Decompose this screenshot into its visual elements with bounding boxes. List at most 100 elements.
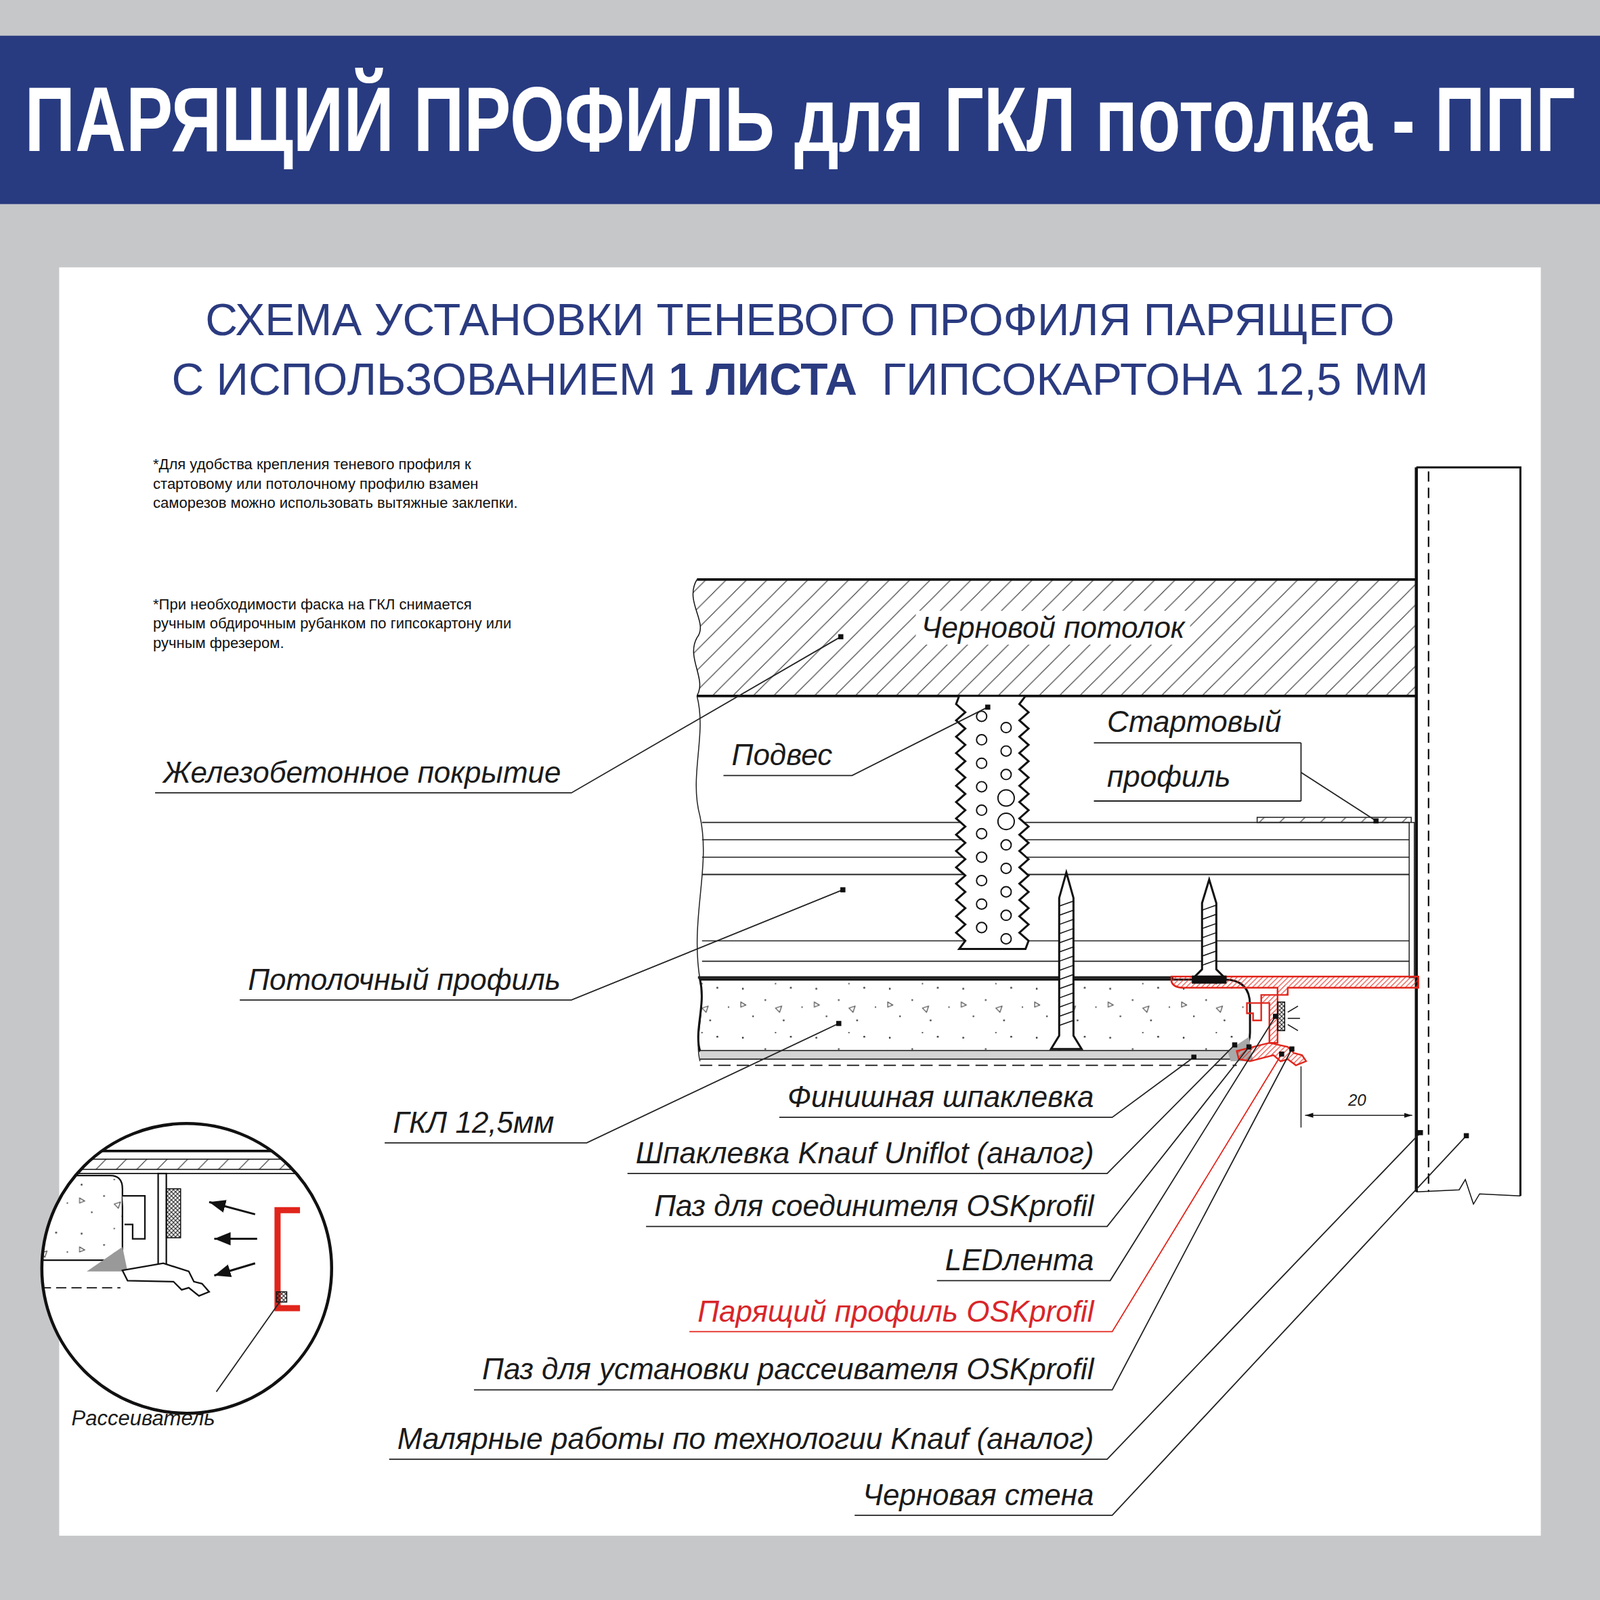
leader-dot: [1232, 1042, 1238, 1048]
detail-inset: [40, 1122, 337, 1419]
starter-profile: [1257, 817, 1415, 978]
gypsum-board: [698, 979, 1253, 1066]
ceiling-profile: [698, 976, 1174, 980]
wall: [1414, 467, 1418, 1192]
callout-label: Малярные работы по технологии Knauf (ана…: [397, 1421, 1095, 1457]
callout-label: Подвес: [731, 738, 833, 773]
callout-label: Финишная шпаклевка: [787, 1079, 1095, 1115]
starter-profile: [1257, 817, 1412, 823]
leader-dot: [1279, 1051, 1285, 1057]
detail-inset: [209, 1201, 256, 1215]
screw: [1058, 956, 1074, 962]
bracket-line: [1094, 742, 1302, 744]
hanger: [1000, 933, 1011, 944]
leader-dot: [836, 1021, 842, 1027]
gypsum-board: [700, 1064, 1238, 1066]
leader-dot: [1417, 1130, 1424, 1136]
detail-inset: [40, 1175, 123, 1261]
title-band: [0, 35, 1600, 205]
gypsum-board: [700, 1058, 1238, 1061]
detail-inset: [122, 1195, 145, 1239]
leader-dot: [840, 887, 846, 893]
wall: [1416, 467, 1521, 1204]
callout-label: ГКЛ 12,5мм: [392, 1105, 554, 1141]
hanger: [976, 875, 987, 886]
part-label: Черновой потолок: [916, 610, 1191, 646]
screw: [1058, 947, 1074, 953]
bracket-line: [1373, 818, 1379, 825]
hanger: [976, 710, 987, 722]
hanger: [976, 805, 987, 816]
hanger: [976, 734, 987, 745]
hanger: [1000, 839, 1011, 850]
hanger: [976, 899, 987, 910]
concrete-slab: [692, 579, 1416, 697]
hanger: [976, 922, 987, 933]
screw: [1058, 928, 1074, 934]
led-strip: [1287, 1006, 1299, 1013]
detail-inset: [86, 1247, 128, 1272]
detail-inset: [40, 1172, 337, 1175]
note-text: *При необходимости фаска на ГКЛ снимаетс…: [153, 595, 523, 654]
title-text: ПАРЯЩИЙ ПРОФИЛЬ для ГКЛ потолка - ППГ: [25, 69, 1576, 171]
detail-inset: [40, 1287, 121, 1289]
ceiling-profile: [702, 960, 1410, 963]
led-strip: [1277, 1002, 1286, 1031]
screw: [1058, 901, 1074, 907]
leader-dot: [985, 704, 991, 711]
subtitle-line: С ИСПОЛЬЗОВАНИЕМ1 ЛИСТАГИПСОКАРТОНА 12,5…: [0, 354, 1600, 406]
hanger: [998, 813, 1015, 830]
dimension-value: 20: [1348, 1090, 1367, 1110]
screw: [1201, 932, 1217, 938]
hanger: [1000, 722, 1011, 733]
detail-inset: [213, 1263, 255, 1276]
screw: [1058, 1010, 1074, 1017]
hanger: [1000, 769, 1011, 780]
ceiling-profile: [702, 874, 1410, 876]
detail-inset: [213, 1237, 257, 1240]
hanger: [1000, 887, 1011, 898]
wall: [1416, 467, 1521, 1196]
hanger: [976, 828, 987, 839]
title-band: [0, 35, 1600, 205]
hanger: [976, 781, 987, 792]
screw: [1050, 872, 1227, 1049]
callout-label: Железобетонное покрытие: [163, 755, 561, 791]
dimension-line: [1304, 1114, 1412, 1116]
callout-label: Паз для установки рассеивателя OSKprofil: [482, 1352, 1095, 1387]
detail-inset: [122, 1263, 210, 1296]
screw: [1058, 1002, 1074, 1008]
dimension-line: [1300, 1066, 1412, 1128]
hanger: [1000, 746, 1011, 757]
leader-line: [723, 706, 988, 776]
screw: [1058, 919, 1074, 925]
detail-inset: [40, 1149, 337, 1153]
floating-profile: [1247, 1002, 1262, 1021]
subtitle-text: ГИПСОКАРТОНА 12,5 ММ: [881, 354, 1429, 405]
hanger: [998, 789, 1015, 806]
hanger: [1000, 910, 1011, 921]
screw: [1058, 1020, 1074, 1026]
hanger: [1000, 863, 1011, 874]
detail-inset: [215, 1302, 279, 1393]
leader-line: [239, 889, 843, 1001]
detail-inset: [158, 1173, 167, 1266]
screw: [1058, 974, 1074, 980]
led-strip: [1287, 1017, 1301, 1020]
subtitle-line: СХЕМА УСТАНОВКИ ТЕНЕВОГО ПРОФИЛЯ ПАРЯЩЕГ…: [0, 294, 1600, 347]
screw: [1191, 975, 1227, 984]
floating-profile: [1171, 976, 1419, 1066]
callout-label: Паз для соединителя OSKprofil: [654, 1188, 1094, 1224]
bracket-line: [1300, 742, 1303, 802]
led-strip: [1287, 1024, 1299, 1031]
subtitle-text: 1 ЛИСТА: [668, 354, 858, 405]
screw: [1201, 960, 1217, 966]
ceiling-profile: [702, 839, 1410, 841]
callout-label: LEDлента: [945, 1243, 1095, 1278]
screw: [1201, 923, 1217, 929]
screw: [1058, 983, 1074, 990]
callout-label: Шпаклевка Knauf Uniflot (аналог): [635, 1136, 1095, 1171]
leader-line: [384, 1023, 839, 1143]
dimension-line: [1300, 1066, 1303, 1128]
screw: [1058, 992, 1074, 999]
